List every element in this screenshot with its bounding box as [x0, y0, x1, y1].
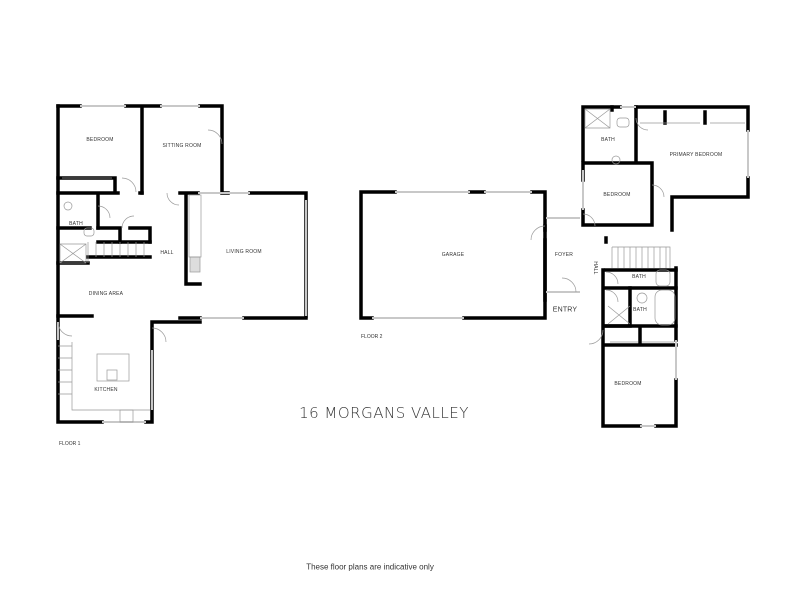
room-label-garage: GARAGE [441, 252, 465, 258]
property-title: 16 MORGANS VALLEY [299, 404, 469, 422]
room-label-hall-2: HALL [592, 261, 598, 275]
room-label-sitting-room: SITTING ROOM [162, 143, 202, 149]
room-label-bedroom-3: BEDROOM [614, 381, 642, 387]
room-label-bedroom-2: BEDROOM [603, 192, 631, 198]
room-label-bath-2: BATH [601, 137, 615, 143]
floor-1-label: FLOOR 1 [59, 441, 81, 447]
room-label-primary-bedroom: PRIMARY BEDROOM [669, 152, 723, 158]
room-label-entry: ENTRY [552, 306, 578, 314]
room-label-hall-1: HALL [160, 250, 174, 256]
room-label-bedroom-1: BEDROOM [86, 137, 114, 143]
room-label-kitchen: KITCHEN [94, 387, 118, 393]
room-label-bath-3: BATH [632, 274, 646, 280]
room-label-bath-4: BATH [633, 307, 647, 313]
floor-2-label: FLOOR 2 [361, 334, 383, 340]
room-label-bath-1: BATH [69, 221, 83, 227]
room-label-foyer: FOYER [554, 252, 574, 258]
room-label-dining-area: DINING AREA [88, 291, 124, 297]
room-label-living-room: LIVING ROOM [226, 249, 262, 255]
disclaimer-text: These floor plans are indicative only [306, 562, 434, 572]
